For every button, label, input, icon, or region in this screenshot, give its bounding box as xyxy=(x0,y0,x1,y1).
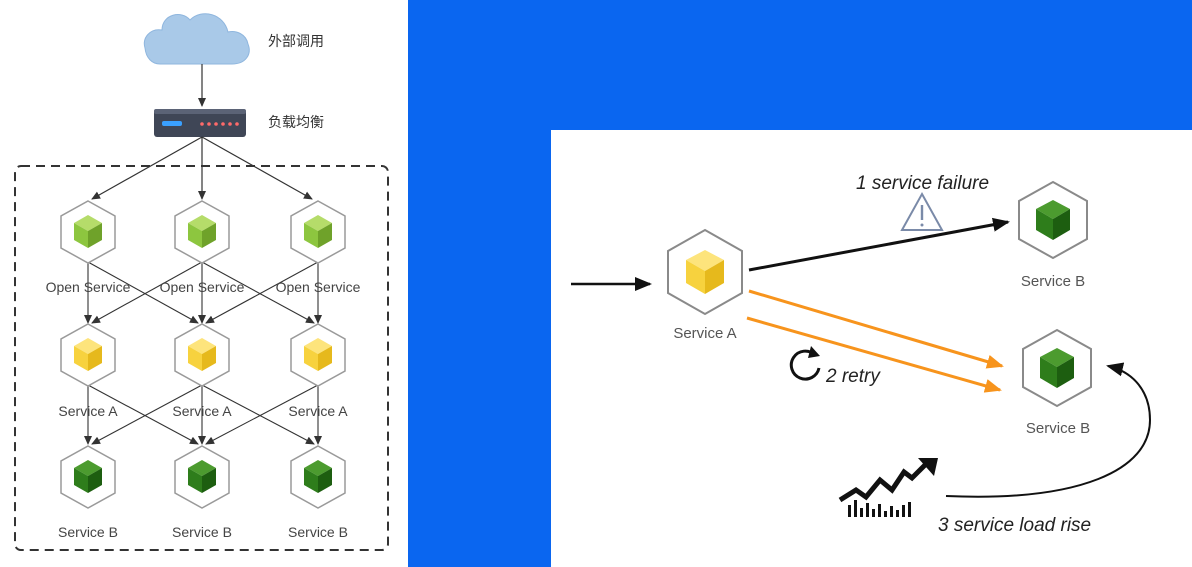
service-a-label: Service A xyxy=(58,403,118,419)
csdn-watermark: CSDN @进击的编程喵 xyxy=(1014,540,1177,559)
service-a-cube-icon xyxy=(290,323,346,387)
open-service-cube-icon xyxy=(174,200,230,264)
lb-to-open-service-1-arrow xyxy=(91,136,203,200)
service-a-cube-icon xyxy=(174,323,230,387)
service-b-cube-icon xyxy=(174,445,230,509)
service-b-cube-icon xyxy=(60,445,116,509)
lb-to-open-service-3-arrow xyxy=(201,136,313,200)
load-balancer-label: 负载均衡 xyxy=(268,115,324,131)
open-service-cube-icon xyxy=(290,200,346,264)
service-a-cube-icon xyxy=(667,228,743,316)
warning-icon xyxy=(900,191,944,231)
service-a-label: Service A xyxy=(288,403,348,419)
open-to-service-a-arrows xyxy=(84,261,322,324)
retry-icon xyxy=(789,346,821,381)
cloud-icon xyxy=(143,13,250,65)
failure-arrow xyxy=(748,217,1010,272)
service-b-label: Service B xyxy=(1021,273,1085,290)
service-b-label: Service B xyxy=(1026,420,1090,437)
service-b-label: Service B xyxy=(58,524,118,540)
load-balancer-icon xyxy=(154,109,246,137)
service-b-cube-icon xyxy=(1022,328,1092,408)
service-a-label: Service A xyxy=(172,403,232,419)
service-b-cube-icon xyxy=(1018,180,1088,260)
open-service-cube-icon xyxy=(60,200,116,264)
step-retry-text: 2 retry xyxy=(825,366,881,387)
step-service-failure-text: 1 service failure xyxy=(856,173,989,194)
load-feedback-arrow xyxy=(945,362,1152,498)
service-b-label: Service B xyxy=(288,524,348,540)
service-a-to-service-b-arrows xyxy=(84,384,322,445)
service-a-cube-icon xyxy=(60,323,116,387)
open-service-label: Open Service xyxy=(160,279,245,295)
service-a-label: Service A xyxy=(673,325,736,342)
retry-arrow xyxy=(748,289,1004,369)
open-service-label: Open Service xyxy=(276,279,361,295)
retry-arrow xyxy=(746,316,1002,393)
load-rise-chart-icon xyxy=(838,458,938,517)
service-b-label: Service B xyxy=(172,524,232,540)
open-service-label: Open Service xyxy=(46,279,131,295)
step-load-rise-text: 3 service load rise xyxy=(938,515,1091,536)
service-b-cube-icon xyxy=(290,445,346,509)
external-call-label: 外部调用 xyxy=(268,34,324,50)
